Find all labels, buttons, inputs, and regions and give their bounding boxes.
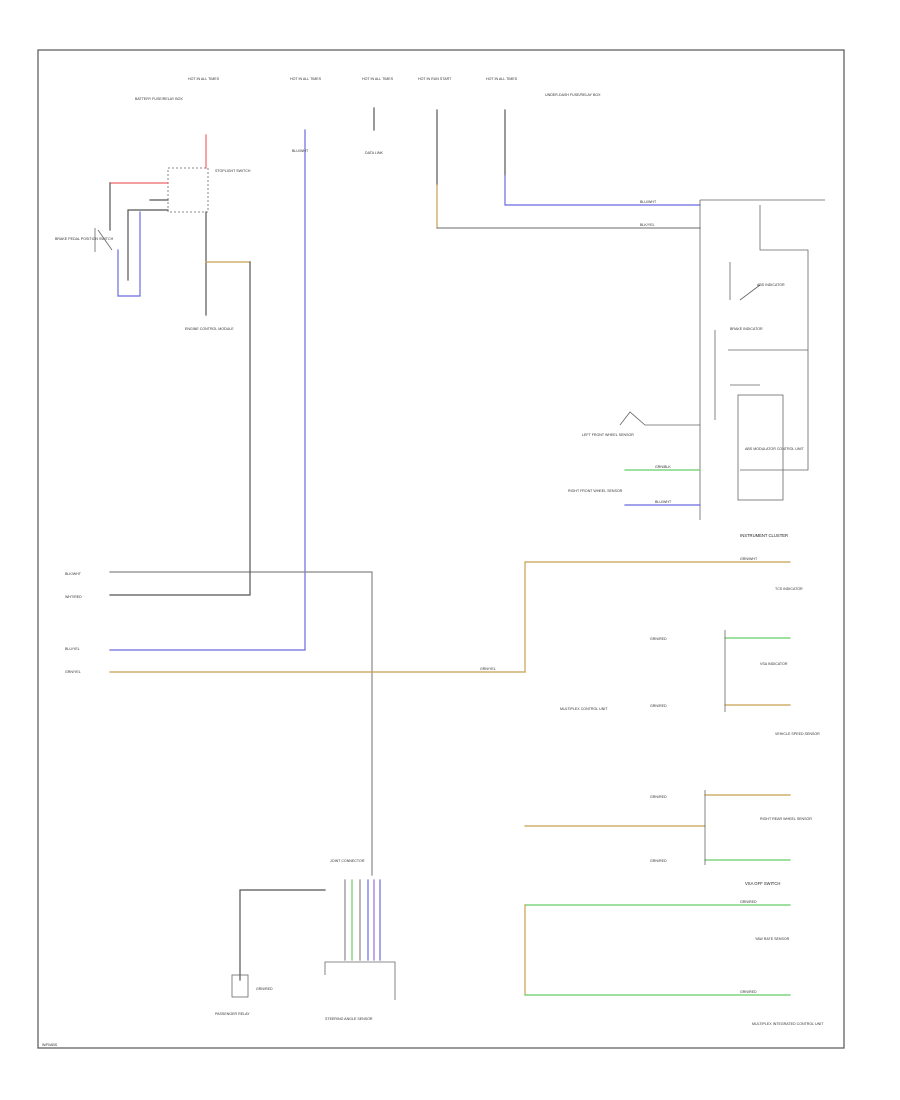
abs-modulator-box [737, 394, 784, 501]
steering-wires-blue [367, 879, 381, 961]
source-label: HOT IN RUN START [418, 77, 452, 81]
ecm-label: ENGINE CONTROL MODULE [185, 327, 234, 331]
terminal-label: GRN/YEL [65, 670, 81, 674]
src2-wire-code: BLU/WHT [292, 149, 309, 153]
instrument-cluster-label: INSTRUMENT CLUSTER [740, 533, 788, 538]
wire-blue-left [117, 211, 141, 297]
bus-wht [109, 571, 373, 876]
sensor-unit-label: VEHICLE SPEED SENSOR [775, 732, 820, 736]
source-label: HOT IN ALL TIMES [362, 77, 394, 81]
pass-relay-wire [239, 889, 326, 981]
left-terminal-4: GRN/YEL [65, 670, 81, 674]
wire-black-relay [109, 182, 207, 316]
g5-code: GRN/RED [740, 900, 757, 904]
brake-switch-label: BRAKE PEDAL POSITION SWITCH [55, 237, 114, 241]
left-terminal-3: BLU/YEL [65, 647, 80, 651]
source-label: HOT IN ALL TIMES [188, 77, 220, 81]
terminal-label: BLK/WHT [65, 572, 82, 576]
pass-relay-label: PASSENGER RELAY [215, 1012, 250, 1016]
terminal-label: WHT/RED [65, 595, 82, 599]
blue1-code: BLU/WHT [655, 500, 672, 504]
bus-red [109, 571, 251, 596]
top-source-1: HOT IN ALL TIMES [188, 77, 220, 81]
relay-box [167, 167, 209, 213]
g4-code: GRN/RED [650, 859, 667, 863]
connector-block-label: JOINT CONNECTOR [330, 859, 365, 863]
left-terminal-1: BLK/WHT [65, 572, 82, 576]
sensor-wire [619, 411, 700, 426]
dimmer-note: UNDER-DASH FUSE/RELAY BOX [545, 93, 601, 97]
abs-indicator-label: ABS INDICATOR [757, 283, 785, 287]
g6-code: GRN/RED [740, 990, 757, 994]
pass-relay-box [231, 974, 249, 998]
relay-box-label: STOPLIGHT SWITCH [215, 169, 251, 173]
tcs-indicator-label: TCS INDICATOR [775, 587, 803, 591]
wire-tan-cluster [524, 561, 791, 673]
vsa-off-switch-label: VSA OFF SWITCH [745, 881, 780, 886]
steering-sensor-outline [324, 961, 396, 1000]
tan-main-code: GRN/YEL [480, 667, 496, 671]
source-label: HOT IN ALL TIMES [486, 77, 518, 81]
top-source-4: HOT IN RUN START [418, 77, 452, 81]
left-sensor-label: LEFT FRONT WHEEL SENSOR [582, 433, 634, 437]
diagram-frame [37, 49, 845, 1049]
page-ref: W/R/ABS [42, 1043, 58, 1047]
fuse-box-left-label: BATTERY FUSE/RELAY BOX [135, 97, 183, 101]
steering-sensor-label: STEERING ANGLE SENSOR [325, 1017, 373, 1021]
g3-code: GRN/RED [650, 795, 667, 799]
yaw-rate-label: YAW RATE SENSOR [755, 937, 790, 941]
multiplex-label: MULTIPLEX CONTROL UNIT [560, 707, 608, 711]
abs-internal [714, 262, 808, 420]
top-source-5: HOT IN ALL TIMES [486, 77, 518, 81]
wire-blue-long [109, 129, 306, 651]
wire-red [109, 134, 207, 184]
green1-code: GRN/BLK [655, 465, 671, 469]
g7-code: GRN/RED [256, 987, 273, 991]
source-label: HOT IN ALL TIMES [290, 77, 322, 81]
top-source-2: HOT IN ALL TIMES [290, 77, 322, 81]
right-front-sensor-label: RIGHT FRONT WHEEL SENSOR [568, 489, 623, 493]
data-link-label: DATA LINK [365, 151, 383, 155]
wire-src5-blue [504, 174, 701, 206]
top-source-3: HOT IN ALL TIMES [362, 77, 394, 81]
abs-right-bus [699, 199, 825, 520]
left-terminal-2: WHT/RED [65, 595, 82, 599]
right-rear-sensor-label: RIGHT REAR WHEEL SENSOR [760, 817, 812, 821]
terminal-label: BLU/YEL [65, 647, 80, 651]
blue-right-code: BLU/WHT [640, 200, 657, 204]
black-right-code: BLK/YEL [640, 223, 655, 227]
lower-right-label: MULTIPLEX INTEGRATED CONTROL UNIT [752, 1022, 824, 1026]
brake-indicator-label: BRAKE INDICATOR [730, 327, 763, 331]
g2-code: GRN/RED [650, 704, 667, 708]
abs-modulator-label: ABS MODULATOR CONTROL UNIT [745, 447, 804, 451]
brake-switch-symbol [94, 228, 113, 252]
steering-wires-gray [344, 879, 361, 961]
cluster-in-code: GRN/WHT [740, 557, 758, 561]
g1-code: GRN/RED [650, 637, 667, 641]
vsa-indicator-label: VSA INDICATOR [760, 662, 788, 666]
